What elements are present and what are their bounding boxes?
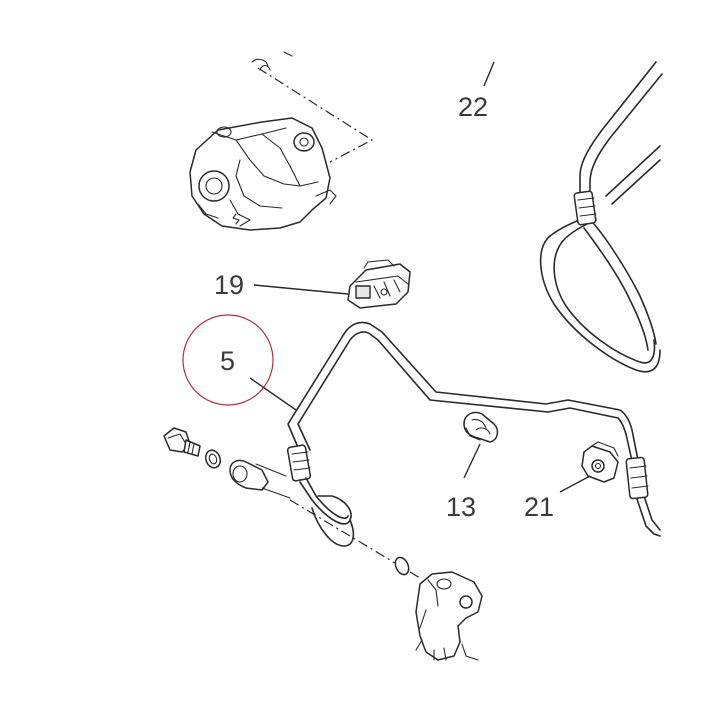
leader-22 [483,61,495,87]
callout-label-19: 19 [214,270,244,300]
pipe-clip-13 [463,411,499,443]
master-cylinder [415,571,483,661]
caliper-bolt-fragment [251,51,293,71]
caliper-guide-line [257,67,374,163]
callout-label-5: 5 [220,346,235,376]
brake-caliper [189,117,337,231]
washer-lower [394,556,410,576]
pipe-clip-21 [581,441,619,483]
callout-label-13: 13 [446,492,476,522]
brake-hose-assembly [539,61,663,373]
hose-clip-19 [347,259,411,309]
brake-pipe-5 [286,321,661,547]
leader-5 [249,377,297,411]
callout-label-22: 22 [458,92,488,122]
leader-13 [463,443,481,479]
leader-21 [559,475,591,493]
leader-19 [253,284,349,295]
banjo-bolt-assembly [163,427,291,499]
highlight-circle-5 [182,314,274,406]
callout-label-21: 21 [524,492,554,522]
